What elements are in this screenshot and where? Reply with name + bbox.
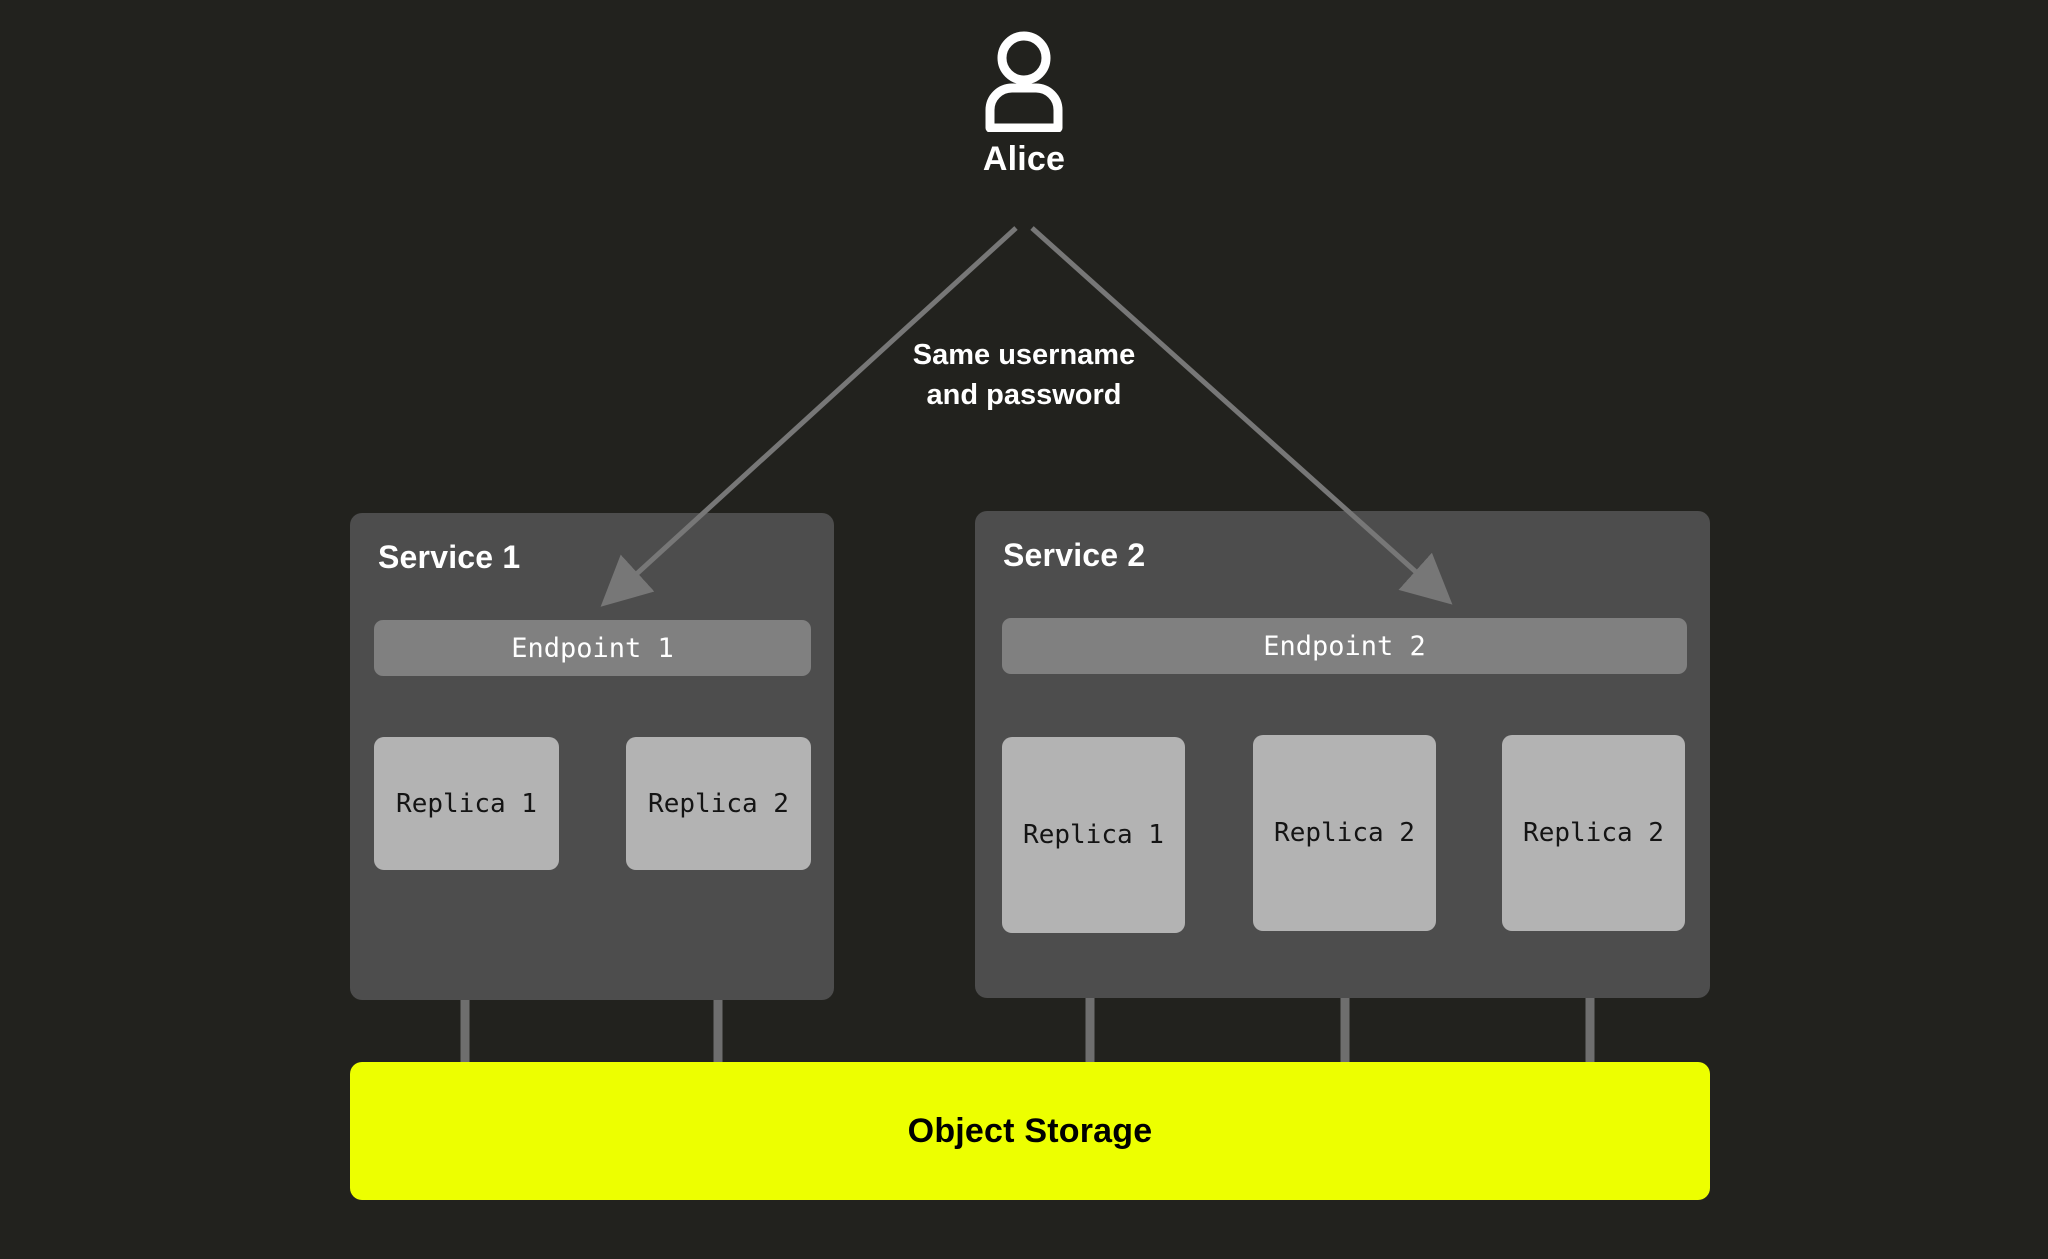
edge-caption: Same username and password <box>912 339 1136 412</box>
replica-2-2[interactable]: Replica 2 <box>1253 735 1436 931</box>
replica-2-1[interactable]: Replica 1 <box>1002 737 1185 933</box>
user-icon <box>985 31 1063 132</box>
endpoint-1[interactable]: Endpoint 1 <box>374 620 811 676</box>
service-title: Service 2 <box>1003 537 1146 573</box>
replica-1-2[interactable]: Replica 2 <box>626 737 811 870</box>
replica-1-1[interactable]: Replica 1 <box>374 737 559 870</box>
replica-2-3[interactable]: Replica 2 <box>1502 735 1685 931</box>
service-title: Service 1 <box>378 539 521 575</box>
actor-name: Alice <box>982 140 1066 178</box>
endpoint-2[interactable]: Endpoint 2 <box>1002 618 1687 674</box>
actor-alice: Alice <box>0 28 2048 179</box>
object-storage[interactable]: Object Storage <box>350 1062 1710 1200</box>
